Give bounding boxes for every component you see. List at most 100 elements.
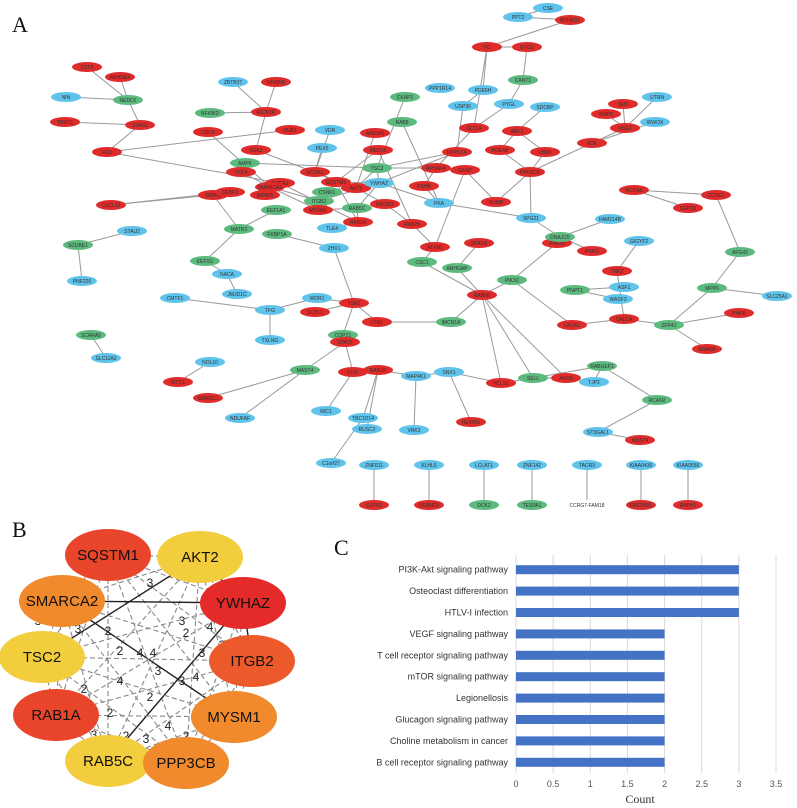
ppi-edge bbox=[362, 369, 379, 419]
ppi-node: CSNK1 bbox=[312, 187, 342, 197]
ppi-node: STAU2 bbox=[117, 226, 147, 236]
ppi-edge bbox=[212, 194, 240, 230]
ppi-node-label: GLT1A bbox=[466, 126, 482, 132]
ppi-node-label: SGK3 bbox=[249, 148, 263, 154]
ppi-node: SMS bbox=[608, 99, 638, 109]
ppi-node: ZNF611 bbox=[359, 460, 389, 470]
hub-node: RAB1A bbox=[13, 689, 99, 741]
ppi-node: RAB5B bbox=[467, 290, 497, 300]
hub-node-label: PPP3CB bbox=[156, 755, 215, 772]
ppi-node-label: MYSM1 bbox=[309, 208, 327, 214]
hub-edge-label: 3 bbox=[199, 646, 206, 660]
x-tick-label: 1.5 bbox=[621, 779, 634, 789]
ppi-node: NUMB bbox=[481, 197, 511, 207]
ppi-node-label: KLHL6 bbox=[421, 463, 437, 469]
ppi-node-label: AFG42 bbox=[732, 250, 748, 256]
ppi-node-label: STAG2 bbox=[132, 123, 148, 129]
ppi-node-label: SPAG9 bbox=[471, 241, 488, 247]
ppi-node: SMNDC1 bbox=[193, 393, 223, 403]
ppi-node-label: CANT1 bbox=[515, 78, 532, 84]
x-tick-label: 3.5 bbox=[770, 779, 783, 789]
ppi-node-label: TSC2 bbox=[371, 166, 384, 172]
ppi-node: NFKBID bbox=[195, 108, 225, 118]
ppi-node-label: MAST4 bbox=[297, 368, 314, 374]
category-label: B cell receptor signaling pathway bbox=[376, 757, 508, 767]
ppi-node-label: RAB8 bbox=[395, 120, 408, 126]
ppi-edge bbox=[174, 297, 271, 311]
bar bbox=[516, 757, 665, 767]
ppi-node: DENND3 bbox=[414, 500, 444, 510]
hub-edge bbox=[55, 554, 109, 716]
ppi-node-label: ATXN1 bbox=[427, 245, 443, 251]
ppi-node: ZFP41 bbox=[654, 320, 684, 330]
hub-node-label: SQSTM1 bbox=[77, 547, 139, 564]
ppi-edge bbox=[265, 81, 277, 113]
hub-node: RAB5C bbox=[65, 735, 151, 787]
ppi-node: MPP6 bbox=[697, 283, 727, 293]
ppi-node: RAB1A bbox=[343, 217, 373, 227]
hub-edge-label: 3 bbox=[179, 614, 186, 628]
ppi-node-label: TCF4 bbox=[235, 170, 248, 176]
ppi-node-label: MPP6 bbox=[705, 286, 719, 292]
ppi-node-label: PIK3R3 bbox=[376, 202, 393, 208]
ppi-node-label: MED16 bbox=[370, 148, 387, 154]
ppi-node: ADAM8 bbox=[692, 344, 722, 354]
ppi-node: GLT1A bbox=[459, 123, 489, 133]
ppi-node-label: CDC6 bbox=[201, 130, 215, 136]
ppi-node: PEX5 bbox=[307, 143, 337, 153]
ppi-node-label: KIAA0556 bbox=[677, 463, 700, 469]
ppi-edge bbox=[438, 202, 532, 219]
ppi-node-label: CEPS5 bbox=[680, 206, 697, 212]
ppi-node-label: GFAP bbox=[458, 168, 472, 174]
hub-node-label: SMARCA2 bbox=[26, 593, 99, 610]
ppi-node: MAST4 bbox=[290, 365, 320, 375]
ppi-node-label: VRK2 bbox=[407, 428, 420, 434]
ppi-edge bbox=[481, 294, 567, 379]
ppi-node: CCNE1 bbox=[701, 190, 731, 200]
ppi-node: NEDD1 bbox=[113, 95, 143, 105]
ppi-node: FSHB bbox=[409, 181, 439, 191]
ppi-node-label: PNF220 bbox=[73, 279, 92, 285]
ppi-node-label: CCNE1 bbox=[708, 193, 725, 199]
ppi-node: TSC2 bbox=[362, 163, 392, 173]
ppi-edge bbox=[377, 149, 413, 225]
ppi-node: SLC25A1 bbox=[762, 291, 792, 301]
ppi-node-label: EEF1G bbox=[197, 259, 214, 265]
ppi-node-label: DCK2 bbox=[477, 503, 491, 509]
ppi-node: NFKBIB bbox=[261, 77, 291, 87]
ppi-node-label: TESPA1 bbox=[523, 503, 542, 509]
ppi-node-label: EEF1A1 bbox=[267, 208, 286, 214]
bar bbox=[516, 629, 665, 639]
ppi-node: HEXIM1 bbox=[456, 417, 486, 427]
ppi-node-label: PPP3CB bbox=[520, 170, 540, 176]
ppi-edge bbox=[668, 287, 713, 326]
ppi-node-label: ITGB2 bbox=[312, 199, 327, 205]
ppi-node-label: NOL10 bbox=[202, 360, 218, 366]
ppi-node-label: SLC11A2 bbox=[95, 356, 116, 362]
ppi-node: LTN1 bbox=[362, 317, 392, 327]
ppi-node: ARID4B bbox=[360, 128, 390, 138]
bar bbox=[516, 608, 739, 617]
ppi-node-label: PNPT1 bbox=[567, 288, 583, 294]
ppi-node-label: ELFN1 bbox=[366, 503, 382, 509]
ppi-node: PHKB bbox=[724, 308, 754, 318]
ppi-edge bbox=[624, 96, 658, 129]
ppi-node-label: JMJD1C bbox=[227, 292, 247, 298]
ppi-node: FASTKD1 bbox=[626, 500, 656, 510]
ppi-edge bbox=[335, 181, 359, 223]
ppi-node: CEPS5 bbox=[673, 203, 703, 213]
ppi-node-label: C1orf27 bbox=[322, 461, 340, 467]
ppi-node: UBA5 bbox=[530, 147, 560, 157]
ppi-node-label: TBC1D14 bbox=[352, 416, 374, 422]
ppi-node: ADK bbox=[577, 138, 607, 148]
ppi-node: RAB8 bbox=[387, 117, 417, 127]
ppi-node-label: ARHGEF bbox=[110, 75, 131, 81]
ppi-edge bbox=[86, 66, 129, 101]
ppi-node-label: PRKG bbox=[585, 249, 599, 255]
ppi-node: COIL bbox=[338, 367, 368, 377]
ppi-node: CCRG7-FAM18 bbox=[569, 500, 605, 510]
ppi-node-label: MATR3 bbox=[231, 227, 248, 233]
